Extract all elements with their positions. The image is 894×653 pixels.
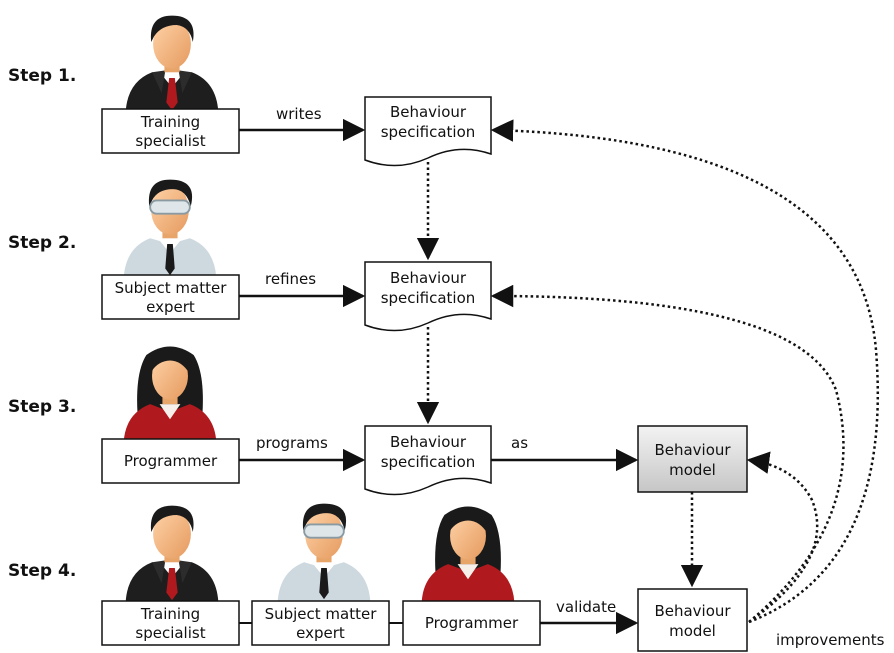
edge-label-programs: programs bbox=[256, 434, 328, 452]
behaviour-specification-doc-2: Behaviour specification bbox=[364, 261, 492, 332]
model-label: model bbox=[669, 461, 716, 479]
scientist-icon bbox=[276, 502, 372, 602]
edge-label-as: as bbox=[511, 434, 528, 452]
actor-label: Training bbox=[140, 113, 200, 131]
edge-label-validate: validate bbox=[556, 598, 616, 616]
model-label: Behaviour bbox=[654, 441, 731, 459]
actor-subject-matter-expert-step2: Subject matter expert bbox=[101, 274, 240, 320]
actor-training-specialist-step1: Training specialist bbox=[101, 108, 240, 154]
behaviour-specification-doc-1: Behaviour specification bbox=[364, 96, 492, 167]
businessman-icon bbox=[125, 505, 219, 602]
actor-label: expert bbox=[296, 624, 345, 642]
businessman-icon bbox=[125, 15, 219, 112]
behaviour-specification-doc-3: Behaviour specification bbox=[364, 425, 492, 496]
actor-label: specialist bbox=[135, 624, 205, 642]
step-3-label: Step 3. bbox=[8, 397, 76, 417]
behaviour-model-step4: Behaviour model bbox=[637, 588, 748, 652]
improvements-arrow-to-spec1 bbox=[490, 119, 880, 624]
step-1-label: Step 1. bbox=[8, 66, 76, 86]
doc-label: specification bbox=[381, 289, 476, 307]
step-4-label: Step 4. bbox=[8, 561, 76, 581]
actor-label: expert bbox=[146, 298, 195, 316]
actor-programmer-step4: Programmer bbox=[402, 600, 541, 646]
actor-programmer-step3: Programmer bbox=[101, 438, 240, 484]
step-2-label: Step 2. bbox=[8, 233, 76, 253]
doc-label: Behaviour bbox=[390, 433, 467, 451]
doc-label: Behaviour bbox=[390, 103, 467, 121]
edge-label-improvements: improvements bbox=[776, 631, 885, 649]
actor-label: Programmer bbox=[425, 614, 519, 632]
actor-subject-matter-expert-step4: Subject matter expert bbox=[251, 600, 390, 646]
actor-label: Subject matter bbox=[115, 279, 228, 297]
actor-label: Training bbox=[140, 605, 200, 623]
edge-label-writes: writes bbox=[276, 105, 322, 123]
businesswoman-icon bbox=[421, 506, 515, 602]
model-label: Behaviour bbox=[654, 602, 731, 620]
actor-label: specialist bbox=[135, 132, 205, 150]
doc-label: specification bbox=[381, 453, 476, 471]
model-label: model bbox=[669, 622, 716, 640]
doc-label: Behaviour bbox=[390, 269, 467, 287]
businesswoman-icon bbox=[123, 346, 217, 442]
actor-label: Programmer bbox=[124, 452, 218, 470]
edge-label-refines: refines bbox=[265, 270, 316, 288]
actor-label: Subject matter bbox=[265, 605, 378, 623]
behaviour-model-step3: Behaviour model bbox=[637, 425, 748, 493]
scientist-icon bbox=[122, 178, 218, 278]
actor-training-specialist-step4: Training specialist bbox=[101, 600, 240, 646]
doc-label: specification bbox=[381, 123, 476, 141]
improvements-arrow-to-model bbox=[746, 451, 819, 624]
